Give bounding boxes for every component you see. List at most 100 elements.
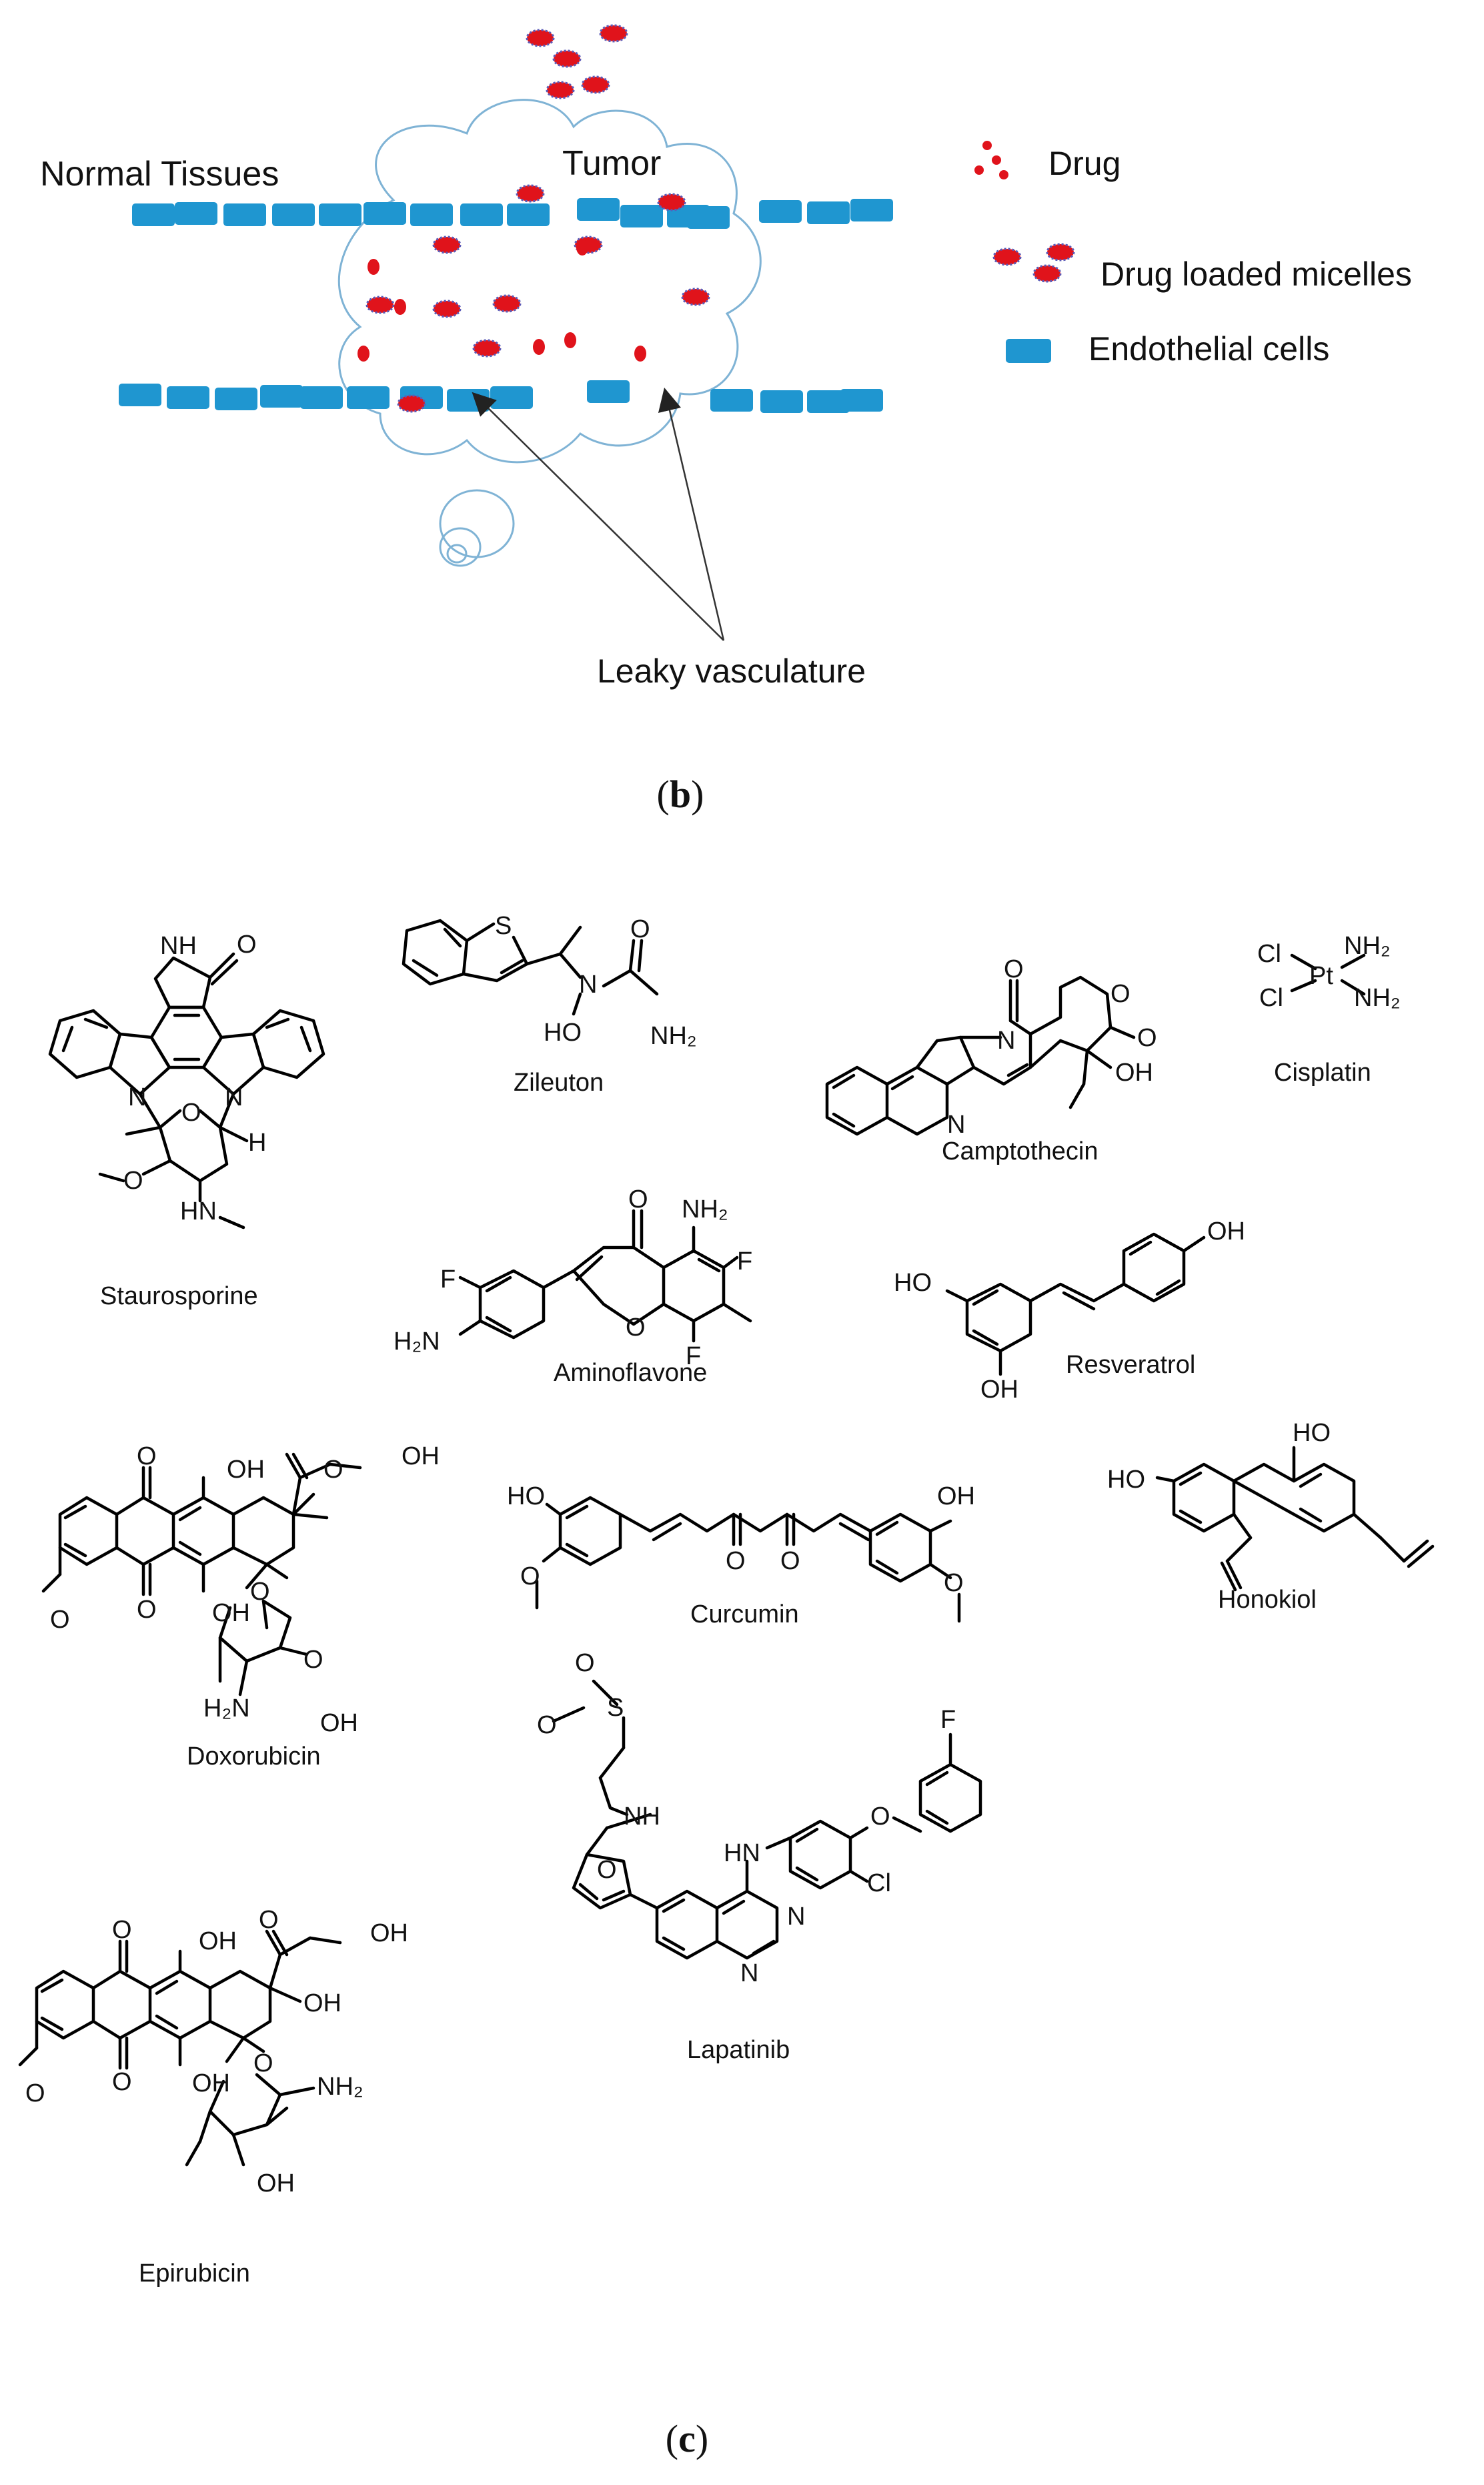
atom: NH₂	[1344, 932, 1391, 960]
atom: N	[740, 1959, 758, 1987]
atom: HO	[894, 1269, 932, 1297]
atom: N	[128, 1083, 146, 1111]
atom: N	[579, 971, 597, 999]
atom: NH₂	[650, 1022, 697, 1050]
atom: O	[1137, 1024, 1157, 1052]
atom: OH	[192, 2069, 230, 2097]
panel-c: NH O N N O H O HN Staurosporine S N O HO	[18, 912, 1435, 2460]
doxorubicin-structure	[41, 1452, 362, 1696]
atom: HN	[180, 1197, 217, 1225]
atom: O	[323, 1456, 343, 1484]
atom: O	[112, 1916, 132, 1944]
tumor-bubble	[446, 544, 468, 564]
atom: NH₂	[1354, 984, 1401, 1012]
endothelial-cell	[347, 386, 390, 409]
honokiol-structure	[1155, 1446, 1435, 1592]
atom: O	[537, 1711, 557, 1739]
atom: OH	[937, 1482, 975, 1510]
compound-label-epirubicin: Epirubicin	[139, 2260, 250, 2288]
normal-tissues-label: Normal Tissues	[40, 155, 279, 193]
drug-micelle	[1032, 264, 1062, 283]
endothelial-cell	[319, 203, 361, 226]
atom: H	[248, 1129, 266, 1157]
drug-dot	[576, 239, 588, 256]
atom: Cl	[1259, 984, 1283, 1012]
drug-dot	[564, 332, 576, 348]
compound-label-curcumin: Curcumin	[690, 1600, 799, 1628]
drug-dot	[357, 346, 369, 362]
atom: Cl	[867, 1869, 891, 1897]
atom: O	[50, 1606, 70, 1634]
endothelial-cell	[167, 386, 209, 409]
atom: HN	[724, 1839, 760, 1867]
drug-micelle	[432, 235, 462, 254]
staurosporine-structure	[48, 952, 325, 1229]
atom: O	[259, 1906, 279, 1934]
endothelial-cell	[807, 390, 850, 413]
atom: OH	[320, 1709, 358, 1737]
endothelial-cell	[215, 388, 257, 410]
endothelial-cell	[460, 203, 503, 226]
atom: H₂N	[203, 1694, 250, 1722]
endothelial-cell	[223, 203, 266, 226]
atom: OH	[212, 1599, 250, 1627]
drug-micelle	[365, 296, 395, 314]
atom: O	[253, 2049, 273, 2077]
endothelial-cell	[620, 205, 663, 227]
atom: N	[787, 1903, 805, 1931]
compound-label-aminoflavone: Aminoflavone	[554, 1359, 707, 1387]
curcumin-structure	[535, 1496, 961, 1623]
atom: OH	[303, 1989, 341, 2017]
drug-dot	[367, 259, 380, 275]
compound-label-camptothecin: Camptothecin	[942, 1137, 1098, 1165]
atom: OH	[1207, 1217, 1245, 1246]
atom: O	[123, 1167, 143, 1195]
atom: F	[940, 1706, 956, 1734]
atom: O	[726, 1547, 746, 1575]
atom: O	[112, 2068, 132, 2096]
endothelial-cell	[577, 198, 620, 221]
atom: O	[181, 1099, 201, 1127]
atom: N	[947, 1111, 965, 1139]
drug-micelle	[992, 247, 1022, 266]
atom: HO	[507, 1482, 545, 1510]
endothelial-cell	[132, 203, 175, 226]
atom: OH	[227, 1456, 265, 1484]
compound-label-doxorubicin: Doxorubicin	[187, 1743, 321, 1771]
atom: HO	[1107, 1466, 1145, 1494]
atom: S	[495, 912, 512, 940]
compound-label-zileuton: Zileuton	[514, 1069, 604, 1097]
endothelial-cell	[807, 201, 850, 224]
drug-micelle	[432, 300, 462, 318]
endothelial-cell	[272, 203, 315, 226]
legend: Drug Drug loaded micelles Endothelial ce…	[974, 141, 1412, 368]
drug-micelle	[599, 24, 628, 43]
atom: N	[997, 1027, 1015, 1055]
drug-micelle	[526, 29, 555, 47]
atom: HO	[1293, 1419, 1331, 1447]
atom: O	[520, 1562, 540, 1590]
panel-b: Normal Tissues Tumor Leaky vasculature D…	[40, 24, 1412, 816]
camptothecin-structure	[825, 975, 1136, 1136]
atom: O	[575, 1649, 595, 1677]
atom: F	[737, 1248, 752, 1276]
resveratrol-structure	[945, 1232, 1206, 1376]
endothelial-cell	[850, 199, 893, 221]
drug-particles	[357, 24, 710, 413]
atom: H₂N	[394, 1328, 440, 1356]
atom: NH	[624, 1803, 660, 1831]
drug-dot	[634, 346, 646, 362]
atom: O	[137, 1442, 157, 1470]
endothelial-cell	[710, 389, 753, 412]
endothelial-cell	[840, 389, 883, 412]
drug-dot	[394, 299, 406, 315]
epirubicin-structure	[18, 1929, 342, 2167]
atom: F	[440, 1266, 456, 1294]
atom: N	[225, 1083, 243, 1111]
drug-micelle	[516, 184, 545, 203]
atom: OH	[370, 1919, 408, 1947]
atom: O	[626, 1314, 646, 1342]
atom: Pt	[1309, 962, 1333, 990]
drug-micelle	[552, 49, 582, 68]
